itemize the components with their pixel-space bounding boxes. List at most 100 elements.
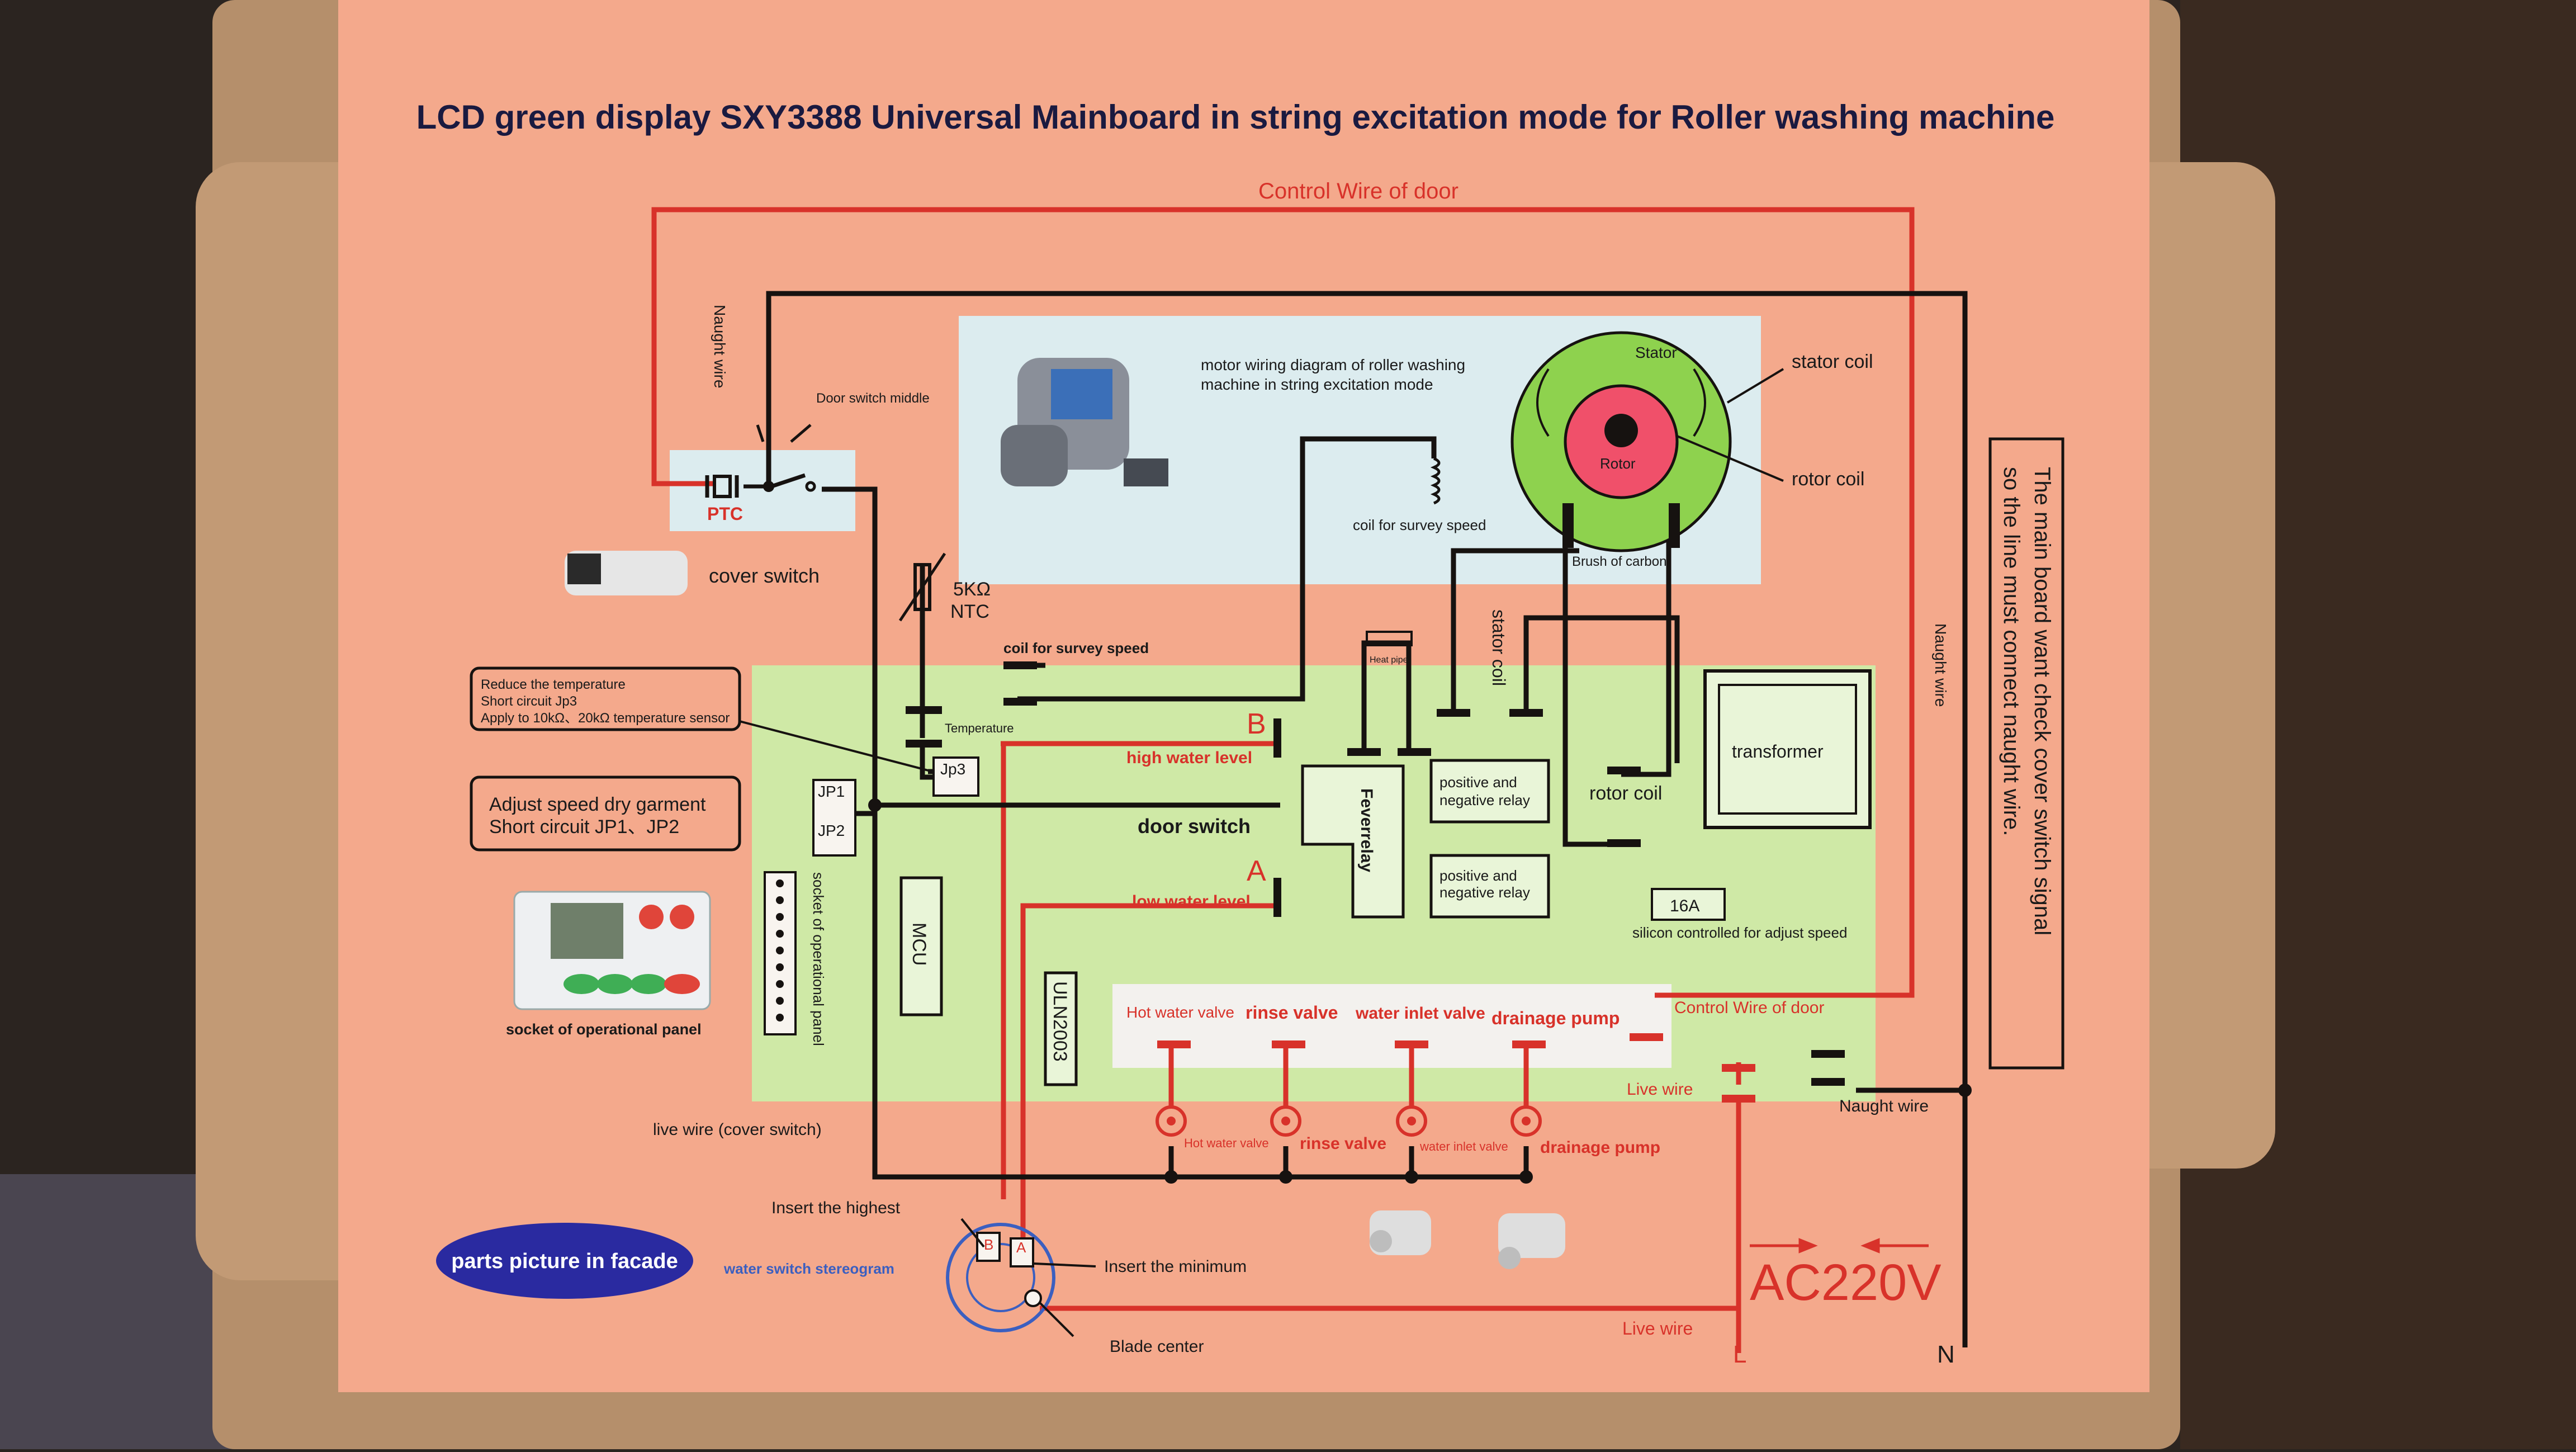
label-drainage-pump: drainage pump bbox=[1491, 1008, 1620, 1028]
label-drainage-pump-2: drainage pump bbox=[1540, 1138, 1660, 1157]
reduce-temp-leader bbox=[739, 720, 933, 773]
jp1-jp2-jumper bbox=[812, 779, 856, 857]
label-mcu: MCU bbox=[908, 923, 930, 966]
label-hot-water-valve: Hot water valve bbox=[1126, 1004, 1234, 1021]
label-rotor: Rotor bbox=[1600, 455, 1636, 472]
label-temperature: Temperature bbox=[945, 721, 1014, 735]
label-stator-coil-vertical: stator coil bbox=[1489, 609, 1509, 686]
label-rotor-coil-board: rotor coil bbox=[1589, 783, 1662, 804]
label-n-mark: N bbox=[1937, 1341, 1955, 1368]
label-feverrelay: Feverrelay bbox=[1357, 788, 1376, 872]
label-naught-wire-bottom: Naught wire bbox=[1839, 1097, 1929, 1115]
label-l-mark: L bbox=[1733, 1341, 1746, 1368]
label-side-note-2: so the line must connect naught wire. bbox=[1999, 467, 2024, 836]
label-ntc-value: 5KΩ bbox=[953, 579, 991, 600]
label-naught-wire-left: Naught wire bbox=[711, 305, 728, 388]
label-motor-caption-1: motor wiring diagram of roller washing bbox=[1201, 356, 1465, 373]
relay-1 bbox=[1429, 759, 1550, 824]
water-switch-symbol bbox=[946, 1218, 1096, 1337]
amp-16-box bbox=[1651, 888, 1726, 921]
label-relay2-1: positive and bbox=[1439, 867, 1517, 884]
label-live-wire-cover: live wire (cover switch) bbox=[653, 1120, 822, 1139]
ntc-symbol bbox=[898, 552, 946, 622]
label-blade-center: Blade center bbox=[1110, 1337, 1204, 1356]
label-door-switch-middle: Door switch middle bbox=[816, 391, 930, 406]
label-live-wire-2: Live wire bbox=[1622, 1318, 1693, 1339]
motor-picture bbox=[1001, 358, 1168, 486]
transformer-block bbox=[1703, 669, 1872, 829]
valve-product-pictures bbox=[1370, 1210, 1565, 1269]
label-door-switch: door switch bbox=[1138, 815, 1251, 838]
parts-picture-badge bbox=[436, 1223, 693, 1299]
label-jp2: JP2 bbox=[818, 822, 845, 839]
label-ws-a: A bbox=[1016, 1239, 1026, 1256]
label-live-wire-1: Live wire bbox=[1627, 1080, 1693, 1099]
label-adjust-speed-1: Adjust speed dry garment bbox=[489, 794, 706, 815]
label-socket-panel-vertical: socket of operational panel bbox=[810, 872, 827, 1046]
label-low-water: low water level bbox=[1132, 892, 1251, 911]
label-water-inlet-valve-2: water inlet valve bbox=[1419, 1139, 1508, 1153]
junction-dots bbox=[763, 481, 1972, 1184]
label-water-switch: water switch stereogram bbox=[723, 1260, 894, 1277]
diagram-title: LCD green display SXY3388 Universal Main… bbox=[416, 98, 2055, 136]
label-transformer: transformer bbox=[1732, 741, 1824, 762]
label-a-mark: A bbox=[1247, 855, 1266, 887]
relay-2 bbox=[1429, 854, 1550, 919]
label-rinse-valve: rinse valve bbox=[1246, 1002, 1338, 1023]
label-relay1-1: positive and bbox=[1439, 774, 1517, 791]
operational-panel-picture bbox=[513, 891, 711, 1010]
label-relay2-2: negative relay bbox=[1439, 884, 1530, 901]
valve-strip bbox=[1112, 984, 1671, 1068]
stator-rotor-diagram bbox=[1510, 331, 1784, 552]
label-stator: Stator bbox=[1635, 344, 1677, 361]
label-b-mark: B bbox=[1247, 708, 1266, 740]
label-reduce-temp-1: Reduce the temperature bbox=[481, 677, 626, 692]
label-brush-carbon: Brush of carbon bbox=[1572, 554, 1666, 569]
label-amp-16: 16A bbox=[1670, 897, 1699, 915]
label-coil-survey-top: coil for survey speed bbox=[1353, 517, 1486, 533]
ac-arrows bbox=[1750, 1238, 1929, 1254]
label-reduce-temp-2: Short circuit Jp3 bbox=[481, 694, 577, 709]
reduce-temp-box bbox=[470, 666, 741, 731]
label-silicon: silicon controlled for adjust speed bbox=[1632, 924, 1847, 941]
label-water-inlet-valve: water inlet valve bbox=[1355, 1004, 1485, 1023]
label-uln: ULN2003 bbox=[1049, 981, 1071, 1062]
cover-switch-picture bbox=[565, 551, 688, 595]
red-terminals bbox=[1157, 1033, 1755, 1103]
label-rotor-coil-right: rotor coil bbox=[1792, 469, 1864, 490]
label-reduce-temp-3: Apply to 10kΩ、20kΩ temperature sensor bbox=[481, 711, 730, 726]
label-stator-coil: stator coil bbox=[1792, 351, 1873, 372]
label-rinse-valve-2: rinse valve bbox=[1300, 1134, 1386, 1153]
label-ac220v: AC220V bbox=[1750, 1254, 1942, 1311]
transformer-inner bbox=[1718, 684, 1857, 815]
label-cover-switch: cover switch bbox=[709, 564, 820, 587]
label-parts-picture: parts picture in facade bbox=[451, 1250, 678, 1273]
label-relay1-2: negative relay bbox=[1439, 792, 1530, 808]
label-adjust-speed-2: Short circuit JP1、JP2 bbox=[489, 816, 679, 838]
heat-pipe-symbol bbox=[1366, 631, 1413, 646]
label-jp1: JP1 bbox=[818, 783, 845, 800]
uln-chip bbox=[1044, 971, 1078, 1086]
label-insert-highest: Insert the highest bbox=[771, 1199, 901, 1217]
label-control-wire-bottom: Control Wire of door bbox=[1674, 999, 1824, 1017]
label-heat-pipe: Heat pipe bbox=[1370, 655, 1408, 665]
label-side-note-1: The main board want check cover switch s… bbox=[2030, 467, 2054, 935]
jp3-jumper bbox=[932, 756, 979, 797]
label-coil-survey-board: coil for survey speed bbox=[1003, 640, 1149, 656]
feverrelay-block bbox=[1301, 764, 1405, 919]
label-ptc: PTC bbox=[707, 504, 743, 524]
ptc-symbol bbox=[705, 424, 816, 498]
label-naught-wire-right: Naught wire bbox=[1932, 623, 1949, 707]
mcu-chip bbox=[899, 876, 943, 1016]
label-jp3: Jp3 bbox=[940, 760, 965, 778]
label-high-water: high water level bbox=[1126, 749, 1252, 767]
terminals bbox=[906, 661, 1845, 1086]
label-insert-minimum: Insert the minimum bbox=[1104, 1257, 1247, 1276]
socket-pins bbox=[776, 879, 784, 1021]
adjust-speed-box bbox=[470, 775, 741, 852]
label-socket-panel-caption: socket of operational panel bbox=[506, 1021, 702, 1038]
label-hot-water-valve-2: Hot water valve bbox=[1184, 1136, 1269, 1150]
side-note-box bbox=[1988, 437, 2064, 1070]
